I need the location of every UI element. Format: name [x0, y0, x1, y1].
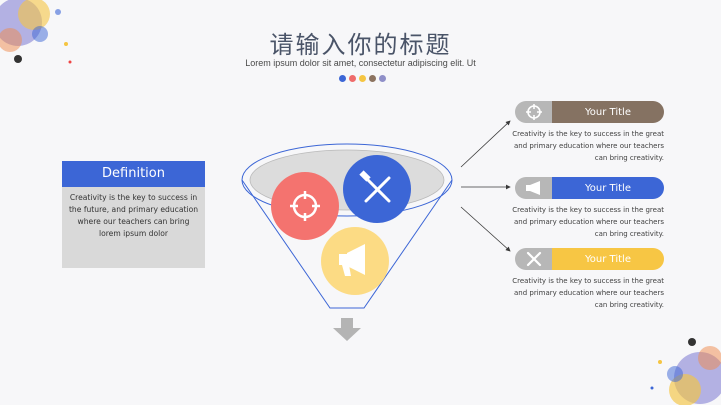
definition-text: Creativity is the key to success in the … [68, 193, 199, 238]
crosshair-icon [290, 191, 320, 221]
connector-arrows [460, 120, 511, 252]
color-dot [379, 75, 386, 82]
megaphone-icon [339, 244, 365, 276]
arrow-up [460, 120, 511, 168]
page-title: 请输入你的标题 [269, 31, 452, 59]
watercolor-splash-bottom-right [650, 338, 721, 405]
megaphone-icon [515, 177, 552, 199]
color-dot [339, 75, 346, 82]
funnel-outline [241, 179, 453, 309]
item-2-pill: Your Title [515, 177, 664, 199]
item-3-title: Your Title [552, 248, 664, 270]
down-arrow-icon [333, 318, 361, 341]
definition-box: Definition Creativity is the key to succ… [62, 161, 205, 268]
color-dot [359, 75, 366, 82]
item-2-title: Your Title [552, 177, 664, 199]
color-dots [339, 75, 386, 82]
funnel-circle-red [271, 172, 339, 240]
crosshair-icon [515, 101, 552, 123]
funnel-graphic [241, 143, 453, 341]
item-1-pill: Your Title [515, 101, 664, 123]
item-2-text: Creativity is the key to success in the … [512, 206, 664, 238]
item-3-pill: Your Title [515, 248, 664, 270]
item-1-text: Creativity is the key to success in the … [512, 130, 664, 162]
tools-icon [359, 170, 391, 203]
color-dot [349, 75, 356, 82]
tools-icon [515, 248, 552, 270]
funnel-rim [241, 143, 453, 217]
item-3-text: Creativity is the key to success in the … [512, 277, 664, 309]
page-subtitle: Lorem ipsum dolor sit amet, consectetur … [245, 58, 476, 68]
definition-heading: Definition [62, 161, 205, 187]
watercolor-splash-top-left [0, 0, 72, 64]
item-1-title: Your Title [552, 101, 664, 123]
funnel-circle-blue [343, 155, 411, 223]
arrow-down [460, 206, 511, 252]
funnel-circle-yellow [321, 227, 389, 295]
color-dot [369, 75, 376, 82]
